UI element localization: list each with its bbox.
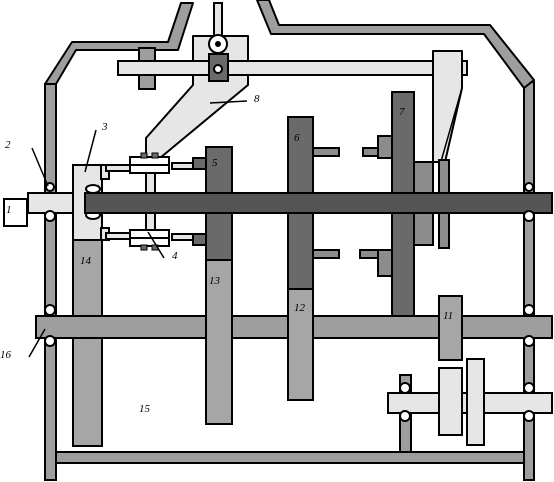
gear-7-hub-top-block	[377, 135, 393, 159]
leader-3	[84, 129, 97, 173]
gear-7-hub-bottom-block	[377, 249, 393, 277]
gear-14-lower	[72, 237, 103, 447]
leader-4	[147, 231, 165, 259]
hub-bearing-top	[85, 184, 101, 194]
label-7: 7	[399, 106, 405, 118]
label-16: 16	[0, 349, 12, 361]
right-fork-inner-line	[439, 87, 463, 166]
right-fork-arm	[432, 50, 463, 163]
collar-dog-bottom	[192, 233, 207, 246]
idler-shaft-assembly	[387, 358, 553, 446]
gear-11	[438, 295, 463, 361]
frame-left-roof	[44, 2, 194, 85]
gear-7-hub-top	[362, 147, 380, 157]
frame-left-wall	[44, 83, 57, 481]
shift-fork-body	[145, 35, 249, 159]
shift-rail	[117, 60, 468, 76]
synchro-stub-bottom	[105, 232, 131, 240]
bearing-idler-right-b	[523, 410, 535, 422]
label-5: 5	[212, 157, 218, 169]
label-11: 11	[443, 310, 453, 322]
leader-8	[209, 100, 248, 104]
label-15: 15	[139, 403, 151, 415]
label-6: 6	[294, 132, 300, 144]
synchro-stub-top	[105, 164, 131, 172]
leader-16	[28, 328, 46, 358]
collar-tab-1	[140, 152, 148, 159]
gear-6-hub-top	[312, 147, 340, 157]
bearing-left-top-b	[44, 210, 56, 222]
leader-lines	[28, 100, 248, 358]
gear-12	[287, 288, 314, 401]
part-labels: 1 2 3 4 5 6 7 8 11 12 13 14 15 16	[0, 93, 453, 415]
label-2: 2	[5, 139, 11, 151]
top-shaft-assembly	[3, 91, 553, 447]
gear-13	[205, 259, 233, 425]
bearing-right-mid-b	[523, 335, 535, 347]
bearing-right-mid-a	[523, 304, 535, 316]
collar-dog-top	[192, 157, 207, 170]
main-shaft-overlay	[84, 192, 553, 214]
collar-tab-3	[140, 244, 148, 251]
label-8: 8	[254, 93, 260, 105]
label-13: 13	[209, 275, 221, 287]
idler-gear-b	[466, 358, 485, 446]
counter-shaft-assembly	[35, 259, 553, 425]
bearing-right-top-b	[523, 210, 535, 222]
gear-7-hub-bottom	[359, 249, 380, 259]
gear-6-hub-bottom	[312, 249, 340, 259]
label-1: 1	[6, 204, 12, 216]
pivot-eye-pin	[215, 41, 221, 47]
leader-2	[31, 147, 49, 187]
collar-arm-bottom	[171, 233, 195, 241]
bearing-idler-right-a	[523, 382, 535, 394]
bearing-idler-left-b	[399, 410, 411, 422]
frame-bottom-rail	[44, 451, 535, 464]
shift-lever-rod	[213, 2, 223, 38]
collar-arm-top	[171, 162, 195, 170]
bearing-right-top-a	[524, 182, 534, 192]
bearing-left-mid-a	[44, 304, 56, 316]
label-3: 3	[101, 121, 108, 133]
label-4: 4	[172, 250, 178, 262]
slide-block-pin	[213, 64, 223, 74]
bearing-left-mid-b	[44, 335, 56, 347]
collar-tab-2	[151, 152, 159, 159]
idler-gear-a	[438, 367, 463, 436]
bearing-idler-left-a	[399, 382, 411, 394]
frame-right-roof	[256, 0, 535, 89]
label-14: 14	[80, 255, 92, 267]
label-12: 12	[294, 302, 306, 314]
